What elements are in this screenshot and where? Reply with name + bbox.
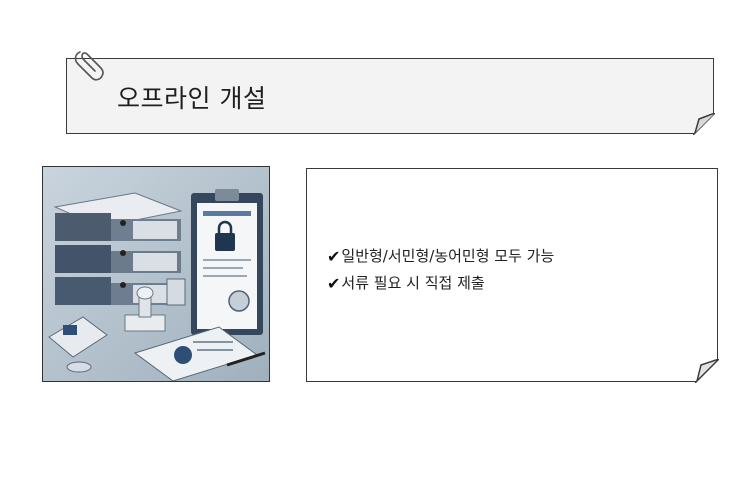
bullet-list: ✔ 일반형/서민형/농어민형 모두 가능 ✔ 서류 필요 시 직접 제출 — [327, 243, 554, 297]
bottom-documents — [48, 316, 266, 381]
bullet-text: 일반형/서민형/농어민형 모두 가능 — [341, 247, 555, 265]
bullet-text: 서류 필요 시 직접 제출 — [341, 274, 485, 292]
title-banner: 오프라인 개설 — [66, 58, 715, 135]
page-curl-icon — [695, 359, 719, 383]
check-icon: ✔ — [327, 247, 341, 266]
stamp — [124, 278, 186, 332]
page-title: 오프라인 개설 — [117, 84, 267, 113]
paperclip-icon — [74, 51, 104, 81]
list-item: ✔ 일반형/서민형/농어민형 모두 가능 — [327, 243, 554, 270]
documents-illustration — [42, 166, 270, 382]
info-card: ✔ 일반형/서민형/농어민형 모두 가능 ✔ 서류 필요 시 직접 제출 — [306, 168, 719, 383]
check-icon: ✔ — [327, 274, 341, 293]
list-item: ✔ 서류 필요 시 직접 제출 — [327, 270, 554, 297]
page-curl-icon — [693, 113, 715, 135]
clipboard — [191, 189, 263, 335]
